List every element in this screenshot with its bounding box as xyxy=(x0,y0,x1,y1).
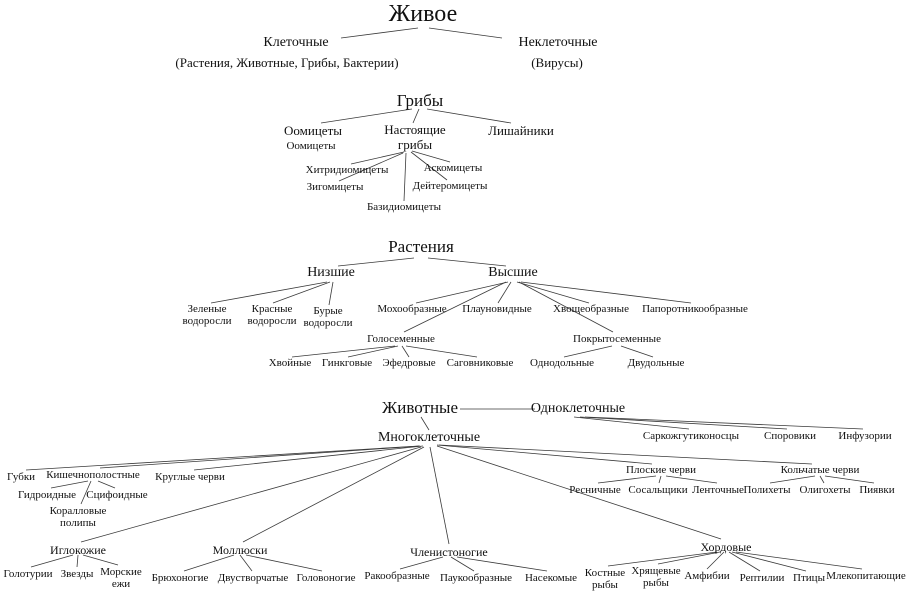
node-animals-title: Животные xyxy=(381,398,459,417)
node-angiosperms: Покрытосеменные xyxy=(573,333,661,345)
node-dicots: Двудольные xyxy=(627,357,685,369)
node-crustaceans: Ракообразные xyxy=(364,570,430,582)
node-basidiomycetes: Базидиомицеты xyxy=(366,201,442,213)
node-holothurians: Голотурии xyxy=(3,568,53,580)
node-gymnosperms: Голосеменные xyxy=(367,333,435,345)
node-mollusks: Моллюски xyxy=(212,543,268,557)
node-unicellular: Одноклеточные xyxy=(530,401,626,416)
node-insects: Насекомые xyxy=(524,572,578,584)
node-ephedra: Эфедровые xyxy=(382,357,436,369)
node-scyphozoa: Сцифоидные xyxy=(86,489,148,501)
node-living: Живое xyxy=(388,1,458,27)
node-multicellular: Многоклеточные xyxy=(377,430,481,445)
node-turbellaria: Ресничные xyxy=(569,484,621,496)
node-flukes: Сосальщики xyxy=(628,484,688,496)
node-lycophytes: Плауновидные xyxy=(462,303,532,315)
node-fungi-title: Грибы xyxy=(396,91,444,110)
node-horsetails: Хвощеобразные xyxy=(553,303,629,315)
node-ascomycetes: Аскомицеты xyxy=(423,162,483,174)
node-cellular: Клеточные xyxy=(263,35,329,50)
node-monocots: Однодольные xyxy=(529,357,595,369)
node-tapeworms: Ленточные xyxy=(692,484,744,496)
node-polychaetes: Полихеты xyxy=(743,484,791,496)
node-echinoderms: Иглокожие xyxy=(50,543,106,557)
node-lower-plants: Низшие xyxy=(307,265,355,280)
node-starfish: Звезды xyxy=(60,568,94,580)
node-sponges: Губки xyxy=(6,471,36,483)
node-brown-algae: Бурые водоросли xyxy=(303,305,353,330)
node-higher-plants: Высшие xyxy=(488,265,538,280)
node-oomycetes: Оомицеты xyxy=(284,123,342,138)
node-hydrozoa: Гидроидные xyxy=(17,489,77,501)
node-sporozoa: Споровики xyxy=(763,430,817,442)
node-bony-fish: Костные рыбы xyxy=(584,567,626,592)
node-reptiles: Рептилии xyxy=(739,572,785,584)
node-oligochaetes: Олигохеты xyxy=(799,484,851,496)
node-deuteromycetes: Дейтеромицеты xyxy=(412,180,488,192)
node-cnidarians: Кишечнополостные xyxy=(46,469,140,481)
node-zygomycetes: Зигомицеты xyxy=(306,181,364,193)
node-conifers: Хвойные xyxy=(268,357,312,369)
node-sarcomastigophora: Саркожгутиконосцы xyxy=(642,430,740,442)
node-lichens: Лишайники xyxy=(488,123,554,138)
node-green-algae: Зеленые водоросли xyxy=(182,303,232,328)
node-chordates: Хордовые xyxy=(700,540,752,554)
node-leeches: Пиявки xyxy=(859,484,895,496)
node-ferns: Папоротникообразные xyxy=(642,303,748,315)
node-coral-polyps: Коралловые полипы xyxy=(49,505,107,530)
edges-group xyxy=(25,27,875,572)
node-roundworms: Круглые черви xyxy=(155,471,225,483)
node-ciliates: Инфузории xyxy=(838,430,892,442)
node-mosses: Мохообразные xyxy=(377,303,447,315)
node-gastropods: Брюхоногие xyxy=(151,572,209,584)
node-chytridiomycetes: Хитридиомицеты xyxy=(305,164,389,176)
node-noncellular-examples: (Вирусы) xyxy=(531,55,583,70)
node-ginkgo: Гинкговые xyxy=(321,357,373,369)
node-cephalopods: Головоногие xyxy=(296,572,356,584)
node-cellular-examples: (Растения, Животные, Грибы, Бактерии) xyxy=(175,55,399,70)
node-sea-urchins: Морские ежи xyxy=(100,566,142,591)
node-amphibians: Амфибии xyxy=(684,570,730,582)
node-true-fungi: Настоящие грибы xyxy=(384,122,446,152)
node-arthropods: Членистоногие xyxy=(410,545,488,559)
node-bivalves: Двустворчатые xyxy=(217,572,289,584)
node-red-algae: Красные водоросли xyxy=(247,303,297,328)
node-annelids: Кольчатые черви xyxy=(780,464,860,476)
node-plants-title: Растения xyxy=(388,237,454,256)
node-oomycetes-small: Оомицеты xyxy=(286,140,336,152)
node-cartilaginous-fish: Хрящевые рыбы xyxy=(631,565,681,590)
node-mammals: Млекопитающие xyxy=(826,570,906,582)
node-flatworms: Плоские черви xyxy=(626,464,696,476)
node-noncellular: Неклеточные xyxy=(518,35,598,50)
node-birds: Птицы xyxy=(793,572,825,584)
node-arachnids: Паукообразные xyxy=(439,572,513,584)
node-cycads: Саговниковые xyxy=(446,357,514,369)
